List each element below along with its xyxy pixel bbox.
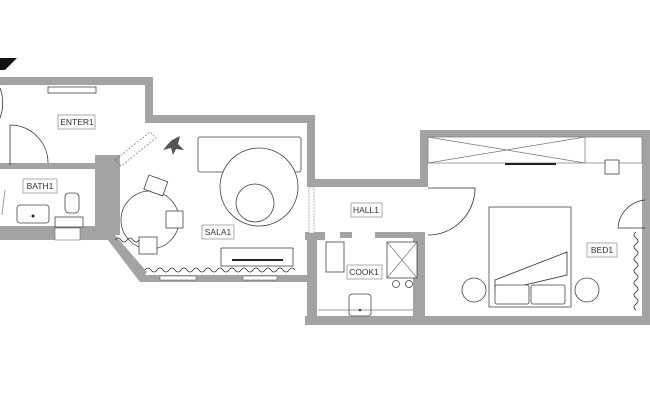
bath-fixtures [1,189,84,228]
room-label-hall: HALL1 [350,202,383,218]
chair [165,210,184,229]
svg-text:BED1: BED1 [591,245,613,255]
room-label-enter: ENTER1 [57,114,96,130]
chair [143,174,169,197]
kitchen-fixtures [318,241,418,317]
curtain [633,231,639,311]
room-label-bath: BATH1 [22,178,58,194]
room-label-bed: BED1 [586,242,618,258]
svg-text:BATH1: BATH1 [27,181,54,191]
plant-icon [163,136,184,155]
walls [0,77,650,325]
svg-text:ENTER1: ENTER1 [60,117,94,127]
doors [0,87,646,236]
svg-text:COOK1: COOK1 [349,267,379,277]
sala-furniture [114,136,302,273]
entrance-arrow-icon [0,58,17,70]
room-label-cook: COOK1 [346,264,383,280]
room-label-sala: SALA1 [201,224,235,240]
coffee-table [235,183,275,223]
windows [54,187,315,281]
curtain [114,237,296,273]
chair [138,236,158,255]
bedroom-furniture [427,136,643,311]
svg-text:HALL1: HALL1 [353,205,379,215]
svg-text:SALA1: SALA1 [205,227,232,237]
shoe-cabinet [47,86,97,94]
tv-unit [220,247,294,267]
